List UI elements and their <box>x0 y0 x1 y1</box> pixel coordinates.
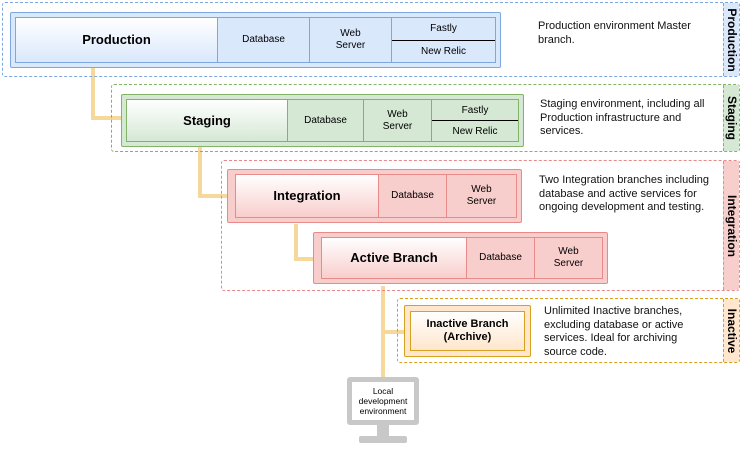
integration-inner: Integration Database Web Server <box>235 174 517 218</box>
active-branch-database: Database <box>466 238 534 278</box>
production-section: Production <box>2 2 740 77</box>
integration-web-server: Web Server <box>446 175 516 217</box>
connector-production-staging-h <box>91 116 123 120</box>
integration-description: Two Integration branches including datab… <box>539 174 709 213</box>
staging-database: Database <box>287 100 363 141</box>
production-fastly: Fastly <box>430 23 457 35</box>
inactive-section: Inactive <box>397 298 740 363</box>
integration-tab: Integration <box>723 161 739 290</box>
active-branch-inner: Active Branch Database Web Server <box>321 237 603 279</box>
staging-card: Staging Database Web Server Fastly New R… <box>121 94 524 147</box>
staging-inner: Staging Database Web Server Fastly New R… <box>126 99 519 142</box>
staging-tab: Staging <box>723 85 739 151</box>
production-tab: Production <box>723 3 739 76</box>
staging-fastly: Fastly <box>461 104 489 116</box>
integration-name: Integration <box>236 175 378 217</box>
monitor-base <box>359 436 407 443</box>
inactive-card: Inactive Branch (Archive) <box>404 305 531 357</box>
monitor-screen: Local development environment <box>347 377 419 425</box>
integration-section: Integration <box>221 160 740 291</box>
integration-tab-label: Integration <box>724 194 739 257</box>
local-environment-label: Local development environment <box>358 386 408 416</box>
active-branch-card: Active Branch Database Web Server <box>313 232 608 284</box>
monitor-neck <box>377 425 389 437</box>
staging-services: Fastly New Relic <box>431 100 518 141</box>
integration-database: Database <box>378 175 446 217</box>
production-tab-label: Production <box>724 7 739 72</box>
connector-production-staging-v <box>91 66 95 120</box>
connector-staging-integration-v <box>198 146 202 198</box>
inactive-branch-name: Inactive Branch (Archive) <box>426 318 509 343</box>
production-database: Database <box>217 18 309 62</box>
staging-tab-label: Staging <box>724 96 739 140</box>
monitor-icon: Local development environment <box>347 377 419 445</box>
production-inner: Production Database Web Server Fastly Ne… <box>15 17 496 63</box>
integration-card: Integration Database Web Server <box>227 169 522 223</box>
production-description: Production environment Master branch. <box>538 20 691 46</box>
production-name: Production <box>16 18 217 62</box>
staging-new-relic: New Relic <box>432 120 518 141</box>
staging-description: Staging environment, including all Produ… <box>540 98 705 137</box>
connector-integration-active-v <box>294 224 298 261</box>
staging-name: Staging <box>127 100 287 141</box>
connector-staging-integration-h <box>198 194 230 198</box>
connector-trunk-inactive-h <box>381 330 407 334</box>
inactive-description: Unlimited Inactive branches, excluding d… <box>544 305 684 358</box>
inactive-inner: Inactive Branch (Archive) <box>410 311 525 351</box>
staging-section: Staging <box>111 84 740 152</box>
staging-web-server: Web Server <box>363 100 431 141</box>
connector-integration-active-h <box>294 257 316 261</box>
active-branch-web-server: Web Server <box>534 238 602 278</box>
active-branch-name: Active Branch <box>322 238 466 278</box>
production-web-server: Web Server <box>309 18 391 62</box>
production-new-relic: New Relic <box>392 39 495 63</box>
production-card: Production Database Web Server Fastly Ne… <box>10 12 501 68</box>
inactive-tab-label: Inactive <box>724 308 739 353</box>
inactive-tab: Inactive <box>723 299 739 362</box>
production-services: Fastly New Relic <box>391 18 495 62</box>
